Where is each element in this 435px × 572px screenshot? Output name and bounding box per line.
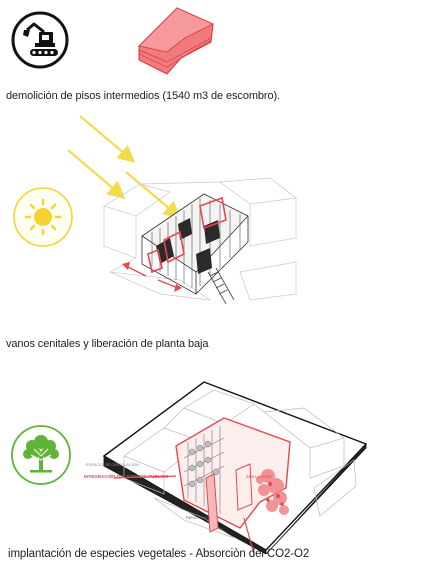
label-green: ÁREA VERDE: [246, 474, 272, 479]
sunlight-arrows: [60, 108, 200, 223]
caption-planting: implantación de especies vegetales - Abs…: [8, 548, 310, 560]
label-patio: PATIO / EJE: [186, 515, 209, 520]
excavator-icon: [10, 10, 70, 70]
axonometric-openings-diagram: [100, 176, 300, 304]
caption-openings: vanos cenitales y liberación de planta b…: [6, 338, 209, 350]
sun-icon: [12, 186, 74, 248]
tree-icon: [10, 424, 72, 486]
axonometric-vegetation-diagram: [64, 368, 374, 554]
label-public-space: INTEGRACIÓN DEL ESPACIO PÚBLICO: [84, 474, 169, 479]
label-left: ESPACIO DE CIRCULACIÓN: [86, 462, 139, 467]
caption-demolition: demolición de pisos intermedios (1540 m3…: [6, 90, 281, 102]
demolished-floors-block: [133, 2, 215, 80]
